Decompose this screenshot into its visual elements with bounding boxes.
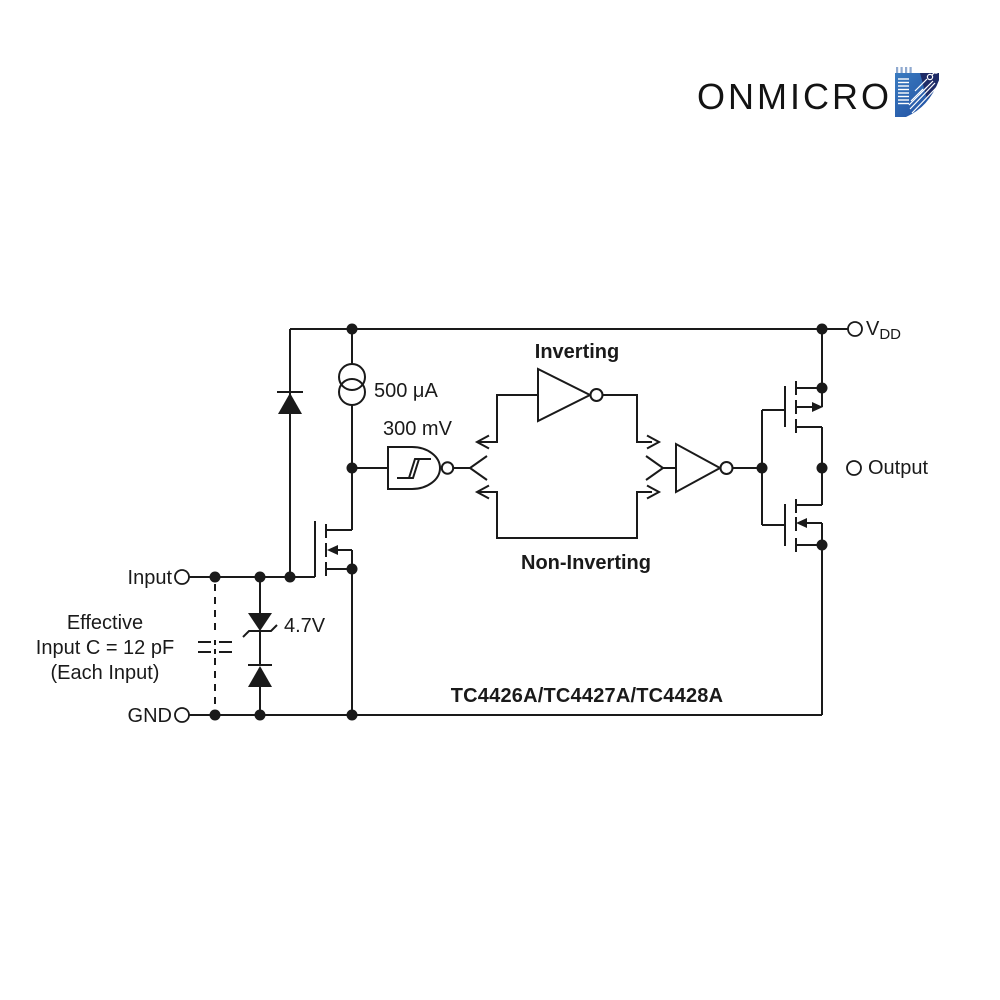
input-capacitance-note: Effective Input C = 12 pF (Each Input): [22, 611, 188, 686]
gnd-terminal-label: GND: [127, 705, 172, 727]
output-terminal: [846, 460, 862, 476]
zener-diode: [242, 577, 278, 665]
non-inverting-path-label: Non-Inverting: [521, 552, 651, 574]
pmos-body-arrow: [812, 402, 823, 412]
bias-current-value: 500 μA: [374, 380, 438, 402]
non-inverting-path-wire: [474, 484, 662, 539]
inverter-gate: [537, 367, 593, 423]
zener-voltage-value: 4.7V: [284, 615, 326, 637]
nmos-body-arrow: [796, 518, 807, 528]
fanout-chevron: [468, 455, 488, 481]
pmos-output-transistor: [784, 329, 823, 468]
gnd-terminal: [174, 707, 190, 723]
part-number-label: TC4426A/TC4427A/TC4428A: [450, 685, 724, 707]
bias-current-source: [338, 329, 366, 468]
chip-pins-top: [896, 67, 912, 73]
brand-logo-text: ONMICRO: [697, 76, 892, 117]
inverter-bubble: [440, 461, 455, 475]
brand-logo: ONMICRO: [693, 63, 948, 123]
hysteresis-voltage-value: 300 mV: [383, 418, 452, 440]
cap-note-line1: Effective: [66, 612, 144, 634]
input-clamp-diode-to-vdd: [277, 329, 303, 577]
inverting-path-wire: [474, 367, 662, 450]
inverter-bubble: [719, 461, 734, 475]
output-buffer-gate: [645, 442, 762, 494]
input-terminal-label: Input: [127, 567, 172, 589]
inverter-bubble: [589, 388, 604, 402]
output-terminal-label: Output: [868, 457, 929, 479]
chip-corner-navy: [920, 73, 939, 99]
junction-dots: [209, 323, 828, 721]
nmos-body-arrow: [327, 545, 338, 555]
terminal-circles: [174, 321, 863, 723]
chip-traces: [908, 67, 940, 114]
input-terminal: [174, 569, 190, 585]
vdd-main: V: [866, 318, 880, 340]
cap-note-line3: (Each Input): [50, 662, 160, 684]
cap-note-line2: Input C = 12 pF: [35, 637, 175, 659]
right-arrowhead: [646, 434, 662, 450]
vdd-subscript: DD: [879, 326, 902, 343]
input-nmos-transistor: [314, 468, 353, 715]
chip-logo-icon: [895, 67, 940, 117]
inverting-path-label: Inverting: [534, 341, 620, 363]
hysteresis-symbol: [397, 458, 431, 479]
right-arrowhead: [646, 484, 662, 500]
vdd-terminal: [847, 321, 863, 337]
effective-input-capacitor: [198, 584, 232, 708]
nmos-output-transistor: [784, 468, 823, 715]
gnd-clamp-diode: [248, 664, 272, 715]
schmitt-trigger-gate: [352, 446, 488, 490]
vdd-terminal-label: VDD: [866, 317, 901, 347]
fanin-chevron: [645, 455, 665, 481]
chip-pad-bars: [898, 78, 909, 105]
